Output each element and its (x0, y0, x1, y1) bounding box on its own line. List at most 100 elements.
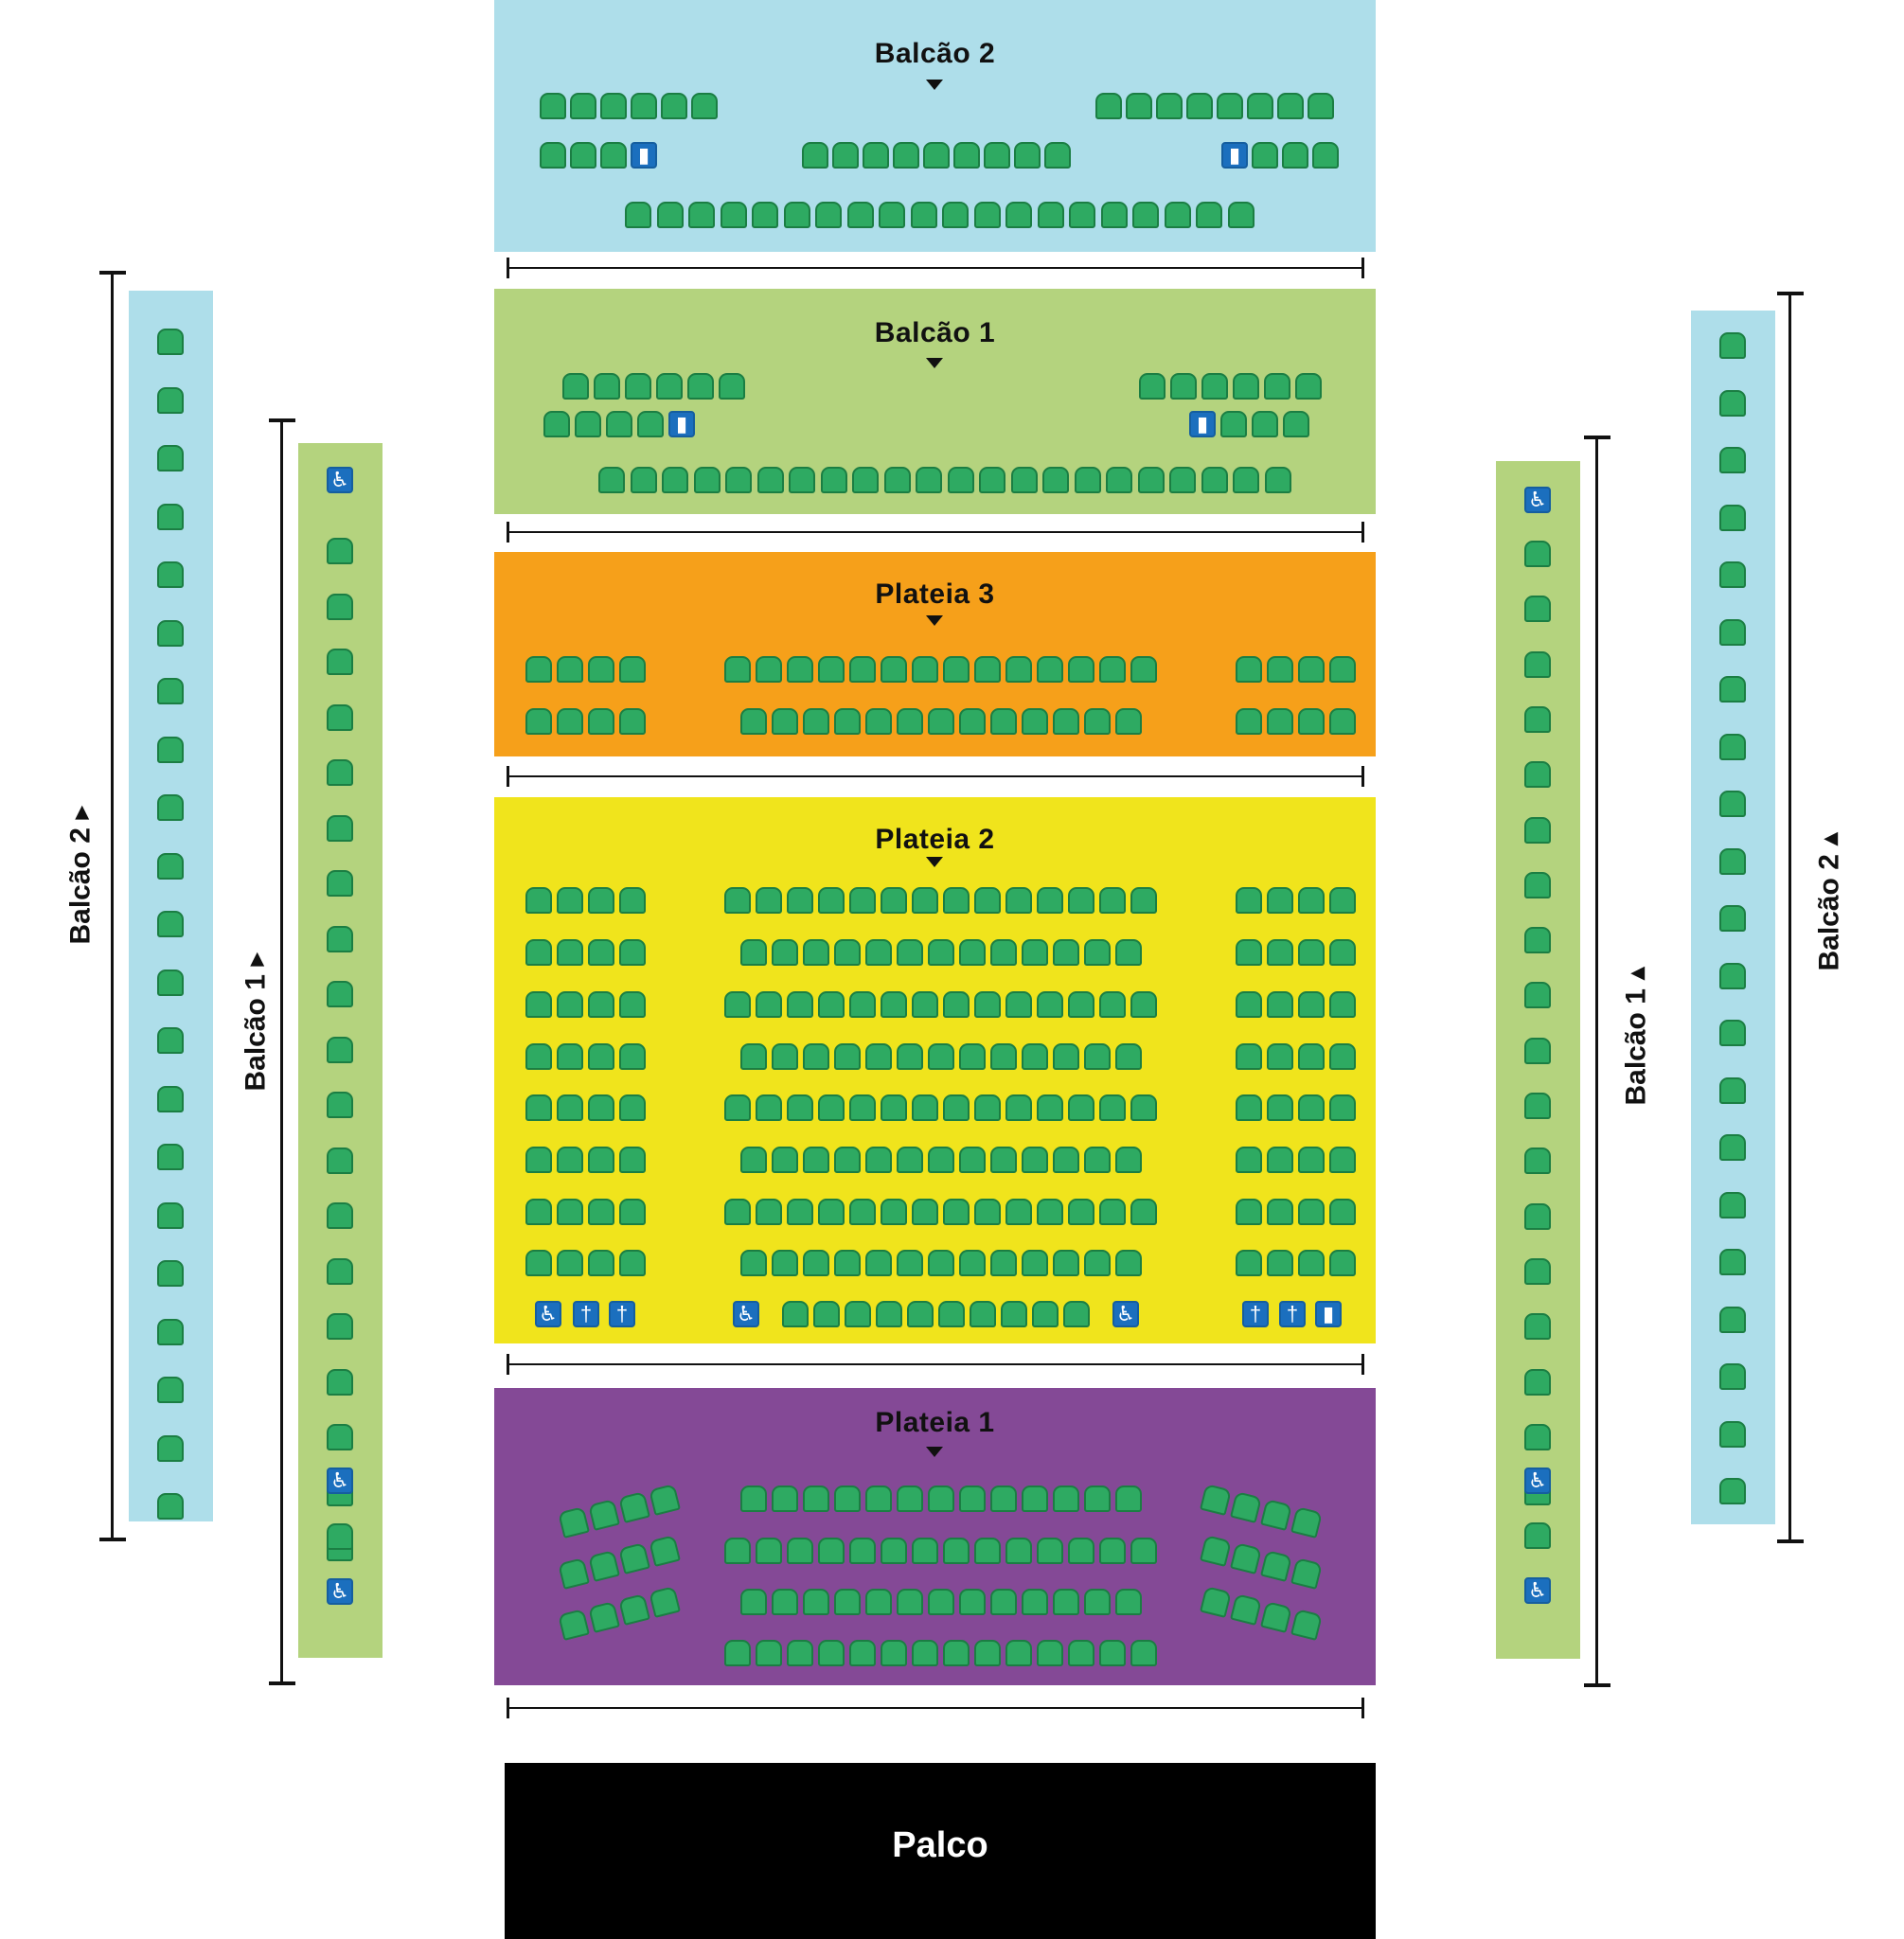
seat[interactable] (974, 1094, 1001, 1121)
seat[interactable] (1329, 1147, 1356, 1173)
seat[interactable] (1524, 1037, 1551, 1064)
seat[interactable] (1298, 1147, 1325, 1173)
seat[interactable] (783, 202, 810, 228)
seat[interactable] (724, 1199, 751, 1225)
seat[interactable] (912, 656, 938, 683)
seat[interactable] (813, 1301, 840, 1327)
seat[interactable] (818, 656, 845, 683)
seat[interactable] (959, 1147, 986, 1173)
seat[interactable] (803, 939, 829, 966)
seat[interactable] (1099, 656, 1126, 683)
seat[interactable] (1106, 467, 1132, 493)
seat[interactable] (1329, 1250, 1356, 1276)
seat[interactable] (157, 852, 184, 880)
seat[interactable] (594, 373, 620, 400)
seat[interactable] (157, 969, 184, 996)
seat[interactable] (1084, 708, 1111, 735)
seat[interactable] (588, 1499, 620, 1531)
seat[interactable] (1005, 1199, 1032, 1225)
seat[interactable] (863, 142, 889, 169)
seat[interactable] (756, 991, 782, 1018)
seat[interactable] (974, 887, 1001, 914)
obese-person-icon[interactable]: ▮ (1221, 142, 1248, 169)
seat[interactable] (1022, 1485, 1048, 1512)
seat[interactable] (849, 1538, 876, 1564)
seat[interactable] (881, 656, 907, 683)
seat[interactable] (912, 1640, 938, 1666)
seat[interactable] (1130, 1199, 1157, 1225)
seat[interactable] (1308, 93, 1334, 119)
reduced-mobility-icon[interactable]: † (1279, 1301, 1306, 1327)
seat[interactable] (1719, 332, 1746, 359)
seat[interactable] (897, 1043, 923, 1070)
seat[interactable] (1277, 93, 1304, 119)
seat[interactable] (756, 1094, 782, 1121)
seat[interactable] (1719, 1306, 1746, 1333)
seat[interactable] (157, 1260, 184, 1287)
seat[interactable] (740, 708, 767, 735)
seat[interactable] (1137, 467, 1165, 493)
seat[interactable] (1719, 389, 1746, 417)
seat[interactable] (327, 538, 353, 564)
seat[interactable] (1201, 373, 1228, 400)
seat[interactable] (1329, 1199, 1356, 1225)
seat[interactable] (1298, 939, 1325, 966)
seat[interactable] (1115, 1589, 1142, 1615)
wheelchair-icon[interactable]: ♿ (327, 467, 353, 493)
seat[interactable] (557, 656, 583, 683)
seat[interactable] (834, 939, 861, 966)
seat[interactable] (1267, 1043, 1293, 1070)
seat[interactable] (1164, 202, 1191, 228)
seat[interactable] (1524, 1202, 1551, 1230)
seat[interactable] (1524, 1257, 1551, 1285)
seat[interactable] (1200, 1484, 1232, 1516)
seat[interactable] (772, 1043, 798, 1070)
seat[interactable] (630, 467, 657, 493)
seat[interactable] (525, 708, 552, 735)
seat[interactable] (1053, 1043, 1079, 1070)
seat[interactable] (327, 1523, 353, 1550)
seat[interactable] (865, 939, 892, 966)
seat[interactable] (525, 656, 552, 683)
seat[interactable] (772, 1485, 798, 1512)
seat[interactable] (1236, 1199, 1262, 1225)
seat[interactable] (1247, 93, 1273, 119)
seat[interactable] (619, 1147, 646, 1173)
seat[interactable] (1053, 708, 1079, 735)
seat[interactable] (724, 1640, 751, 1666)
seat[interactable] (1084, 1485, 1111, 1512)
seat[interactable] (943, 656, 970, 683)
seat[interactable] (618, 1593, 650, 1626)
seat[interactable] (598, 467, 625, 493)
seat[interactable] (1068, 1199, 1094, 1225)
obese-person-icon[interactable]: ▮ (1189, 411, 1216, 437)
seat[interactable] (1100, 202, 1128, 228)
seat[interactable] (938, 1301, 965, 1327)
seat[interactable] (327, 1147, 353, 1174)
reduced-mobility-icon[interactable]: † (609, 1301, 635, 1327)
seat[interactable] (1298, 1199, 1325, 1225)
seat[interactable] (525, 939, 552, 966)
seat[interactable] (1099, 1199, 1126, 1225)
seat[interactable] (1329, 991, 1356, 1018)
seat[interactable] (558, 1506, 590, 1539)
seat[interactable] (1236, 939, 1262, 966)
seat[interactable] (865, 708, 892, 735)
seat[interactable] (157, 1201, 184, 1229)
seat[interactable] (881, 1640, 907, 1666)
seat[interactable] (157, 619, 184, 647)
seat[interactable] (1201, 467, 1228, 493)
seat[interactable] (1267, 991, 1293, 1018)
seat[interactable] (1524, 1313, 1551, 1341)
seat[interactable] (558, 1609, 590, 1641)
seat[interactable] (907, 1301, 934, 1327)
seat[interactable] (1196, 202, 1222, 228)
wheelchair-icon[interactable]: ♿ (327, 1578, 353, 1605)
seat[interactable] (1329, 939, 1356, 966)
seat[interactable] (912, 887, 938, 914)
seat[interactable] (1115, 1485, 1142, 1512)
seat[interactable] (959, 708, 986, 735)
seat[interactable] (876, 1301, 902, 1327)
seat[interactable] (959, 1485, 986, 1512)
seat[interactable] (1252, 411, 1278, 437)
